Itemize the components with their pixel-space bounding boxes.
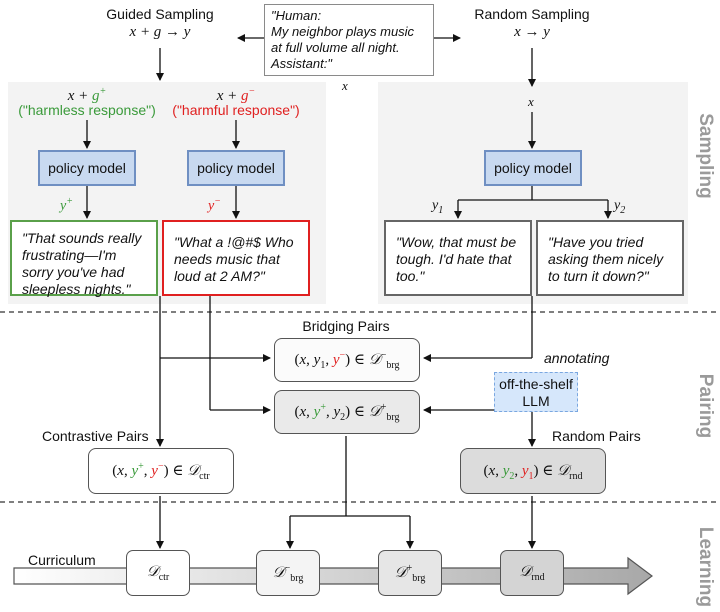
harmless-guidance-formula: x + g+: [67, 86, 107, 104]
annotating-label: annotating: [544, 350, 610, 366]
harmless-hint: ("harmless response"): [18, 102, 156, 118]
curriculum-node-brg-negative: 𝒟−brg: [256, 550, 320, 596]
curriculum-node-brg-positive: 𝒟+brg: [378, 550, 442, 596]
random-sampling-title: Random Sampling: [474, 6, 590, 22]
bridging-pair-negative: (x, y1, y−) ∈ 𝒟−brg: [274, 338, 420, 382]
random-response-2: "Have you tried asking them nicely to tu…: [536, 220, 684, 296]
curriculum-node-rnd: 𝒟rnd: [500, 550, 564, 596]
harmful-guidance-formula: x + g−: [216, 86, 256, 104]
random-pairs-title: Random Pairs: [552, 428, 641, 444]
section-label-sampling: Sampling: [695, 113, 716, 199]
section-label-learning: Learning: [695, 526, 716, 608]
policy-model-random: policy model: [484, 150, 582, 186]
harmless-response: "That sounds really frustrating—I'm sorr…: [10, 220, 158, 297]
bridging-pairs-title: Bridging Pairs: [302, 318, 390, 334]
guided-sampling-formula: x + g → y: [129, 24, 191, 40]
curriculum-label: Curriculum: [28, 552, 96, 568]
section-label-pairing: Pairing: [695, 373, 716, 439]
llm-annotator: off-the-shelf LLM: [494, 372, 578, 412]
y-minus-label: y−: [208, 196, 221, 214]
harmful-hint: ("harmful response"): [172, 102, 300, 118]
random-response-1: "Wow, that must be tough. I'd hate that …: [384, 220, 532, 296]
contrastive-pair: (x, y+, y−) ∈ 𝒟ctr: [88, 448, 234, 494]
contrastive-pairs-title: Contrastive Pairs: [42, 428, 149, 444]
y-plus-label: y+: [60, 196, 73, 214]
y1-label: y1: [432, 198, 444, 216]
harmful-response: "What a !@#$ Who needs music that loud a…: [162, 220, 310, 296]
guided-sampling-title: Guided Sampling: [106, 6, 214, 22]
prompt-variable: x: [342, 78, 348, 93]
prompt-box: "Human: My neighbor plays music at full …: [264, 4, 434, 76]
policy-model-harmful: policy model: [187, 150, 285, 186]
bridging-pair-positive: (x, y+, y2) ∈ 𝒟+brg: [274, 390, 420, 434]
y2-label: y2: [614, 198, 626, 216]
random-sampling-formula: x → y: [514, 24, 550, 40]
random-pair: (x, y2, y1) ∈ 𝒟rnd: [460, 448, 606, 494]
curriculum-node-ctr: 𝒟ctr: [126, 550, 190, 596]
random-input-var: x: [528, 94, 534, 109]
curriculum-arrow: [13, 556, 653, 596]
policy-model-harmless: policy model: [38, 150, 136, 186]
